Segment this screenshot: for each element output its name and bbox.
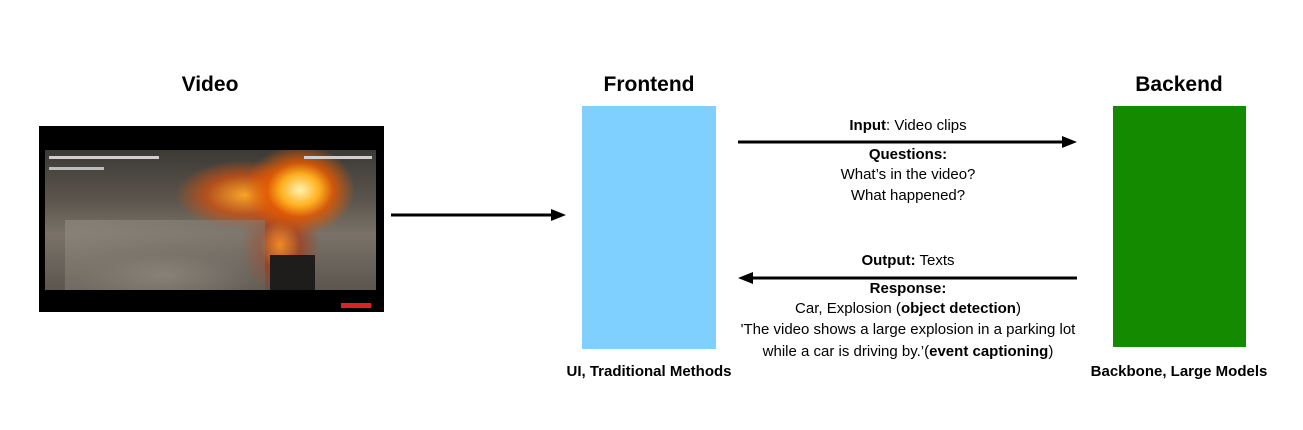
video-logo	[341, 303, 371, 308]
output-label: Output: Texts	[738, 251, 1078, 271]
video-overlay-text	[49, 167, 104, 170]
output-label-key: Output:	[861, 252, 916, 269]
response-label: Response:	[869, 280, 947, 297]
backend-caption: Backbone, Large Models	[1090, 363, 1268, 380]
backend-heading: Backend	[1135, 73, 1223, 96]
explosion-scene-image	[45, 150, 376, 290]
response-text: while a car is driving by.’(	[762, 343, 930, 360]
truck-shape	[270, 255, 315, 290]
input-label-key: Input	[849, 117, 887, 134]
input-label-value: : Video clips	[886, 117, 967, 134]
video-to-frontend-arrow	[391, 209, 566, 221]
parking-lot-road	[65, 220, 265, 290]
questions-label: Questions:	[868, 146, 948, 163]
frontend-caption: UI, Traditional Methods	[566, 363, 732, 380]
input-label: Input: Video clips	[738, 116, 1078, 136]
response-bold: event captioning	[929, 343, 1049, 360]
response-line-object-detection: Car, Explosion (object detection)	[700, 299, 1116, 319]
question-item: What’s in the video?	[840, 166, 976, 183]
response-bold: object detection	[900, 300, 1016, 317]
video-overlay-text	[49, 156, 159, 159]
response-text: Car, Explosion (	[795, 300, 901, 317]
video-thumbnail	[39, 126, 384, 312]
video-heading: Video	[181, 73, 239, 96]
response-text: )	[1048, 343, 1054, 360]
frontend-heading: Frontend	[603, 73, 695, 96]
backend-box	[1113, 106, 1246, 347]
output-label-value: Texts	[915, 252, 955, 269]
response-text: )	[1015, 300, 1021, 317]
question-item: What happened?	[850, 187, 966, 204]
frontend-box	[582, 106, 716, 349]
response-line-caption: 'The video shows a large explosion in a …	[740, 321, 1076, 338]
backend-to-frontend-arrow	[738, 272, 1077, 284]
video-timestamp-overlay	[304, 156, 372, 159]
response-line-event-captioning: while a car is driving by.’(event captio…	[700, 342, 1116, 362]
frontend-to-backend-arrow	[738, 136, 1077, 148]
